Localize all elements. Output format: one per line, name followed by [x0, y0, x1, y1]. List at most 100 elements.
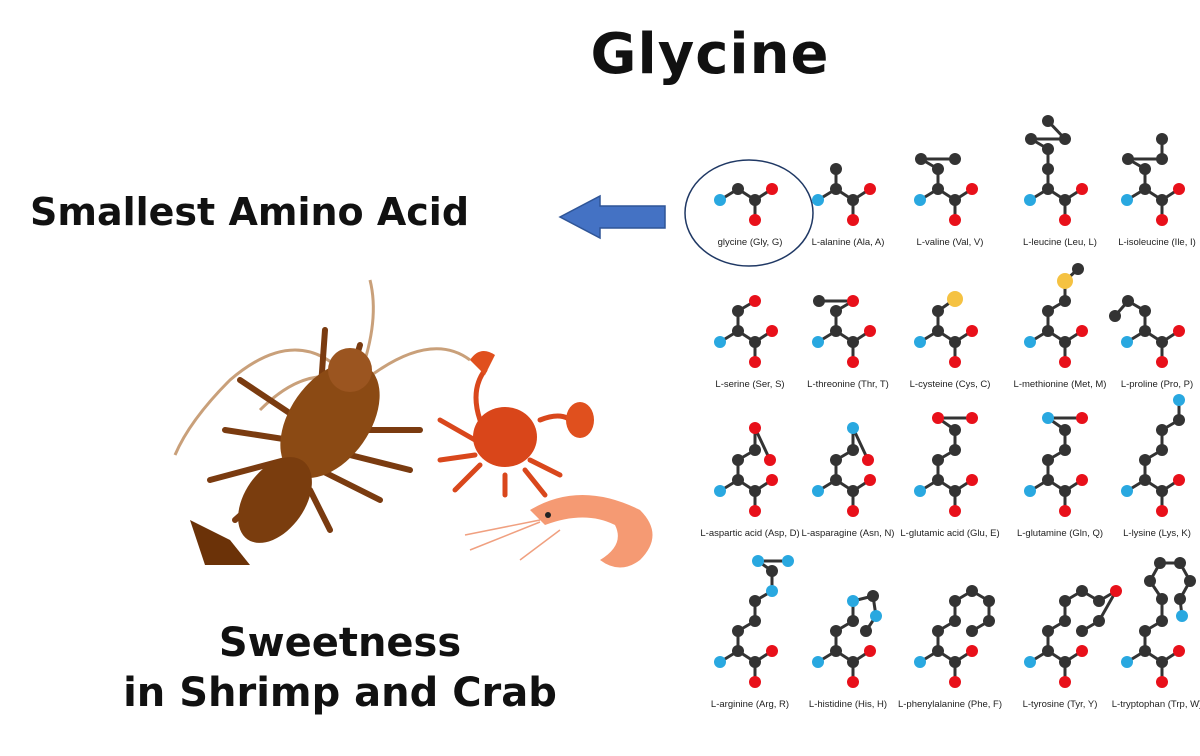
oxygen-atom [749, 505, 761, 517]
carbon-atom [949, 194, 961, 206]
nitrogen-atom [914, 485, 926, 497]
carbon-atom [1093, 595, 1105, 607]
amino-acid-label: L-phenylalanine (Phe, F) [897, 699, 1003, 710]
carbon-atom [1139, 474, 1151, 486]
amino-acid-label: L-aspartic acid (Asp, D) [700, 528, 800, 539]
oxygen-atom [766, 183, 778, 195]
nitrogen-atom [914, 656, 926, 668]
carbon-atom [1042, 115, 1054, 127]
amino-acid-label: L-asparagine (Asn, N) [801, 528, 895, 539]
oxygen-atom [864, 474, 876, 486]
carbon-atom [1059, 444, 1071, 456]
amino-acid-label: L-lysine (Lys, K) [1123, 528, 1191, 539]
carbon-atom [732, 183, 744, 195]
oxygen-atom [847, 295, 859, 307]
carbon-atom [847, 336, 859, 348]
left-arrow-icon [558, 194, 666, 240]
nitrogen-atom [714, 656, 726, 668]
carbon-atom [932, 305, 944, 317]
nitrogen-atom [714, 336, 726, 348]
oxygen-atom [949, 214, 961, 226]
oxygen-atom [949, 356, 961, 368]
oxygen-atom [766, 645, 778, 657]
carbon-atom [1139, 454, 1151, 466]
carbon-atom [1042, 305, 1054, 317]
nitrogen-atom [812, 194, 824, 206]
carbon-atom [830, 183, 842, 195]
carbon-atom [949, 424, 961, 436]
carbon-atom [1156, 593, 1168, 605]
sweetness-line-1: Sweetness [218, 620, 462, 666]
oxygen-atom [749, 676, 761, 688]
carbon-atom [1059, 194, 1071, 206]
amino-acid-label: L-tryptophan (Trp, W) [1111, 699, 1200, 710]
amino-acid-label: L-alanine (Ala, A) [811, 237, 885, 248]
carbon-atom [1059, 295, 1071, 307]
carbon-atom [932, 645, 944, 657]
oxygen-atom [847, 505, 859, 517]
sweetness-line-2: in Shrimp and Crab [123, 670, 557, 716]
carbon-atom [1154, 557, 1166, 569]
carbon-atom [1076, 625, 1088, 637]
oxygen-atom [1173, 325, 1185, 337]
amino-acid-label: L-glutamine (Gln, Q) [1016, 528, 1104, 539]
amino-acid-label: L-proline (Pro, P) [1120, 379, 1194, 390]
oxygen-atom [847, 214, 859, 226]
carbon-atom [1076, 585, 1088, 597]
carbon-atom [1156, 153, 1168, 165]
oxygen-atom [1156, 356, 1168, 368]
carbon-atom [749, 194, 761, 206]
oxygen-atom [1059, 214, 1071, 226]
carbon-atom [847, 485, 859, 497]
carbon-atom [949, 595, 961, 607]
carbon-atom [1139, 183, 1151, 195]
crab-illustration [437, 351, 594, 498]
nitrogen-atom [782, 555, 794, 567]
carbon-atom [932, 474, 944, 486]
carbon-atom [830, 163, 842, 175]
oxygen-atom [847, 676, 859, 688]
carbon-atom [1109, 310, 1121, 322]
carbon-atom [1139, 163, 1151, 175]
carbon-atom [983, 615, 995, 627]
carbon-atom [749, 595, 761, 607]
oxygen-atom [1076, 325, 1088, 337]
oxygen-atom [864, 325, 876, 337]
sweetness-caption: Sweetness in Shrimp and Crab [60, 618, 620, 718]
oxygen-atom [862, 454, 874, 466]
carbon-atom [1156, 194, 1168, 206]
carbon-atom [949, 656, 961, 668]
oxygen-atom [966, 325, 978, 337]
amino-acid-label: L-cysteine (Cys, C) [909, 379, 991, 390]
carbon-atom [830, 474, 842, 486]
oxygen-atom [949, 676, 961, 688]
carbon-atom [949, 485, 961, 497]
amino-acid-label: L-isoleucine (Ile, I) [1118, 237, 1196, 248]
carbon-atom [749, 485, 761, 497]
amino-acid-label: L-threonine (Thr, T) [807, 379, 889, 390]
amino-acid-label: glycine (Gly, G) [717, 237, 783, 248]
nitrogen-atom [1042, 412, 1054, 424]
carbon-atom [1139, 625, 1151, 637]
carbon-atom [1156, 424, 1168, 436]
amino-acid-label: L-tyrosine (Tyr, Y) [1022, 699, 1098, 710]
nitrogen-atom [1176, 610, 1188, 622]
carbon-atom [749, 444, 761, 456]
carbon-atom [732, 625, 744, 637]
oxygen-atom [1076, 412, 1088, 424]
oxygen-atom [749, 214, 761, 226]
carbon-atom [1156, 336, 1168, 348]
nitrogen-atom [812, 485, 824, 497]
lobster-illustration [173, 279, 471, 565]
nitrogen-atom [812, 656, 824, 668]
carbon-atom [1122, 153, 1134, 165]
carbon-atom [1042, 325, 1054, 337]
shrimp-illustration [464, 495, 653, 568]
oxygen-atom [966, 474, 978, 486]
carbon-atom [1059, 133, 1071, 145]
carbon-atom [830, 325, 842, 337]
sulfur-atom [947, 291, 963, 307]
carbon-atom [1042, 163, 1054, 175]
oxygen-atom [932, 412, 944, 424]
